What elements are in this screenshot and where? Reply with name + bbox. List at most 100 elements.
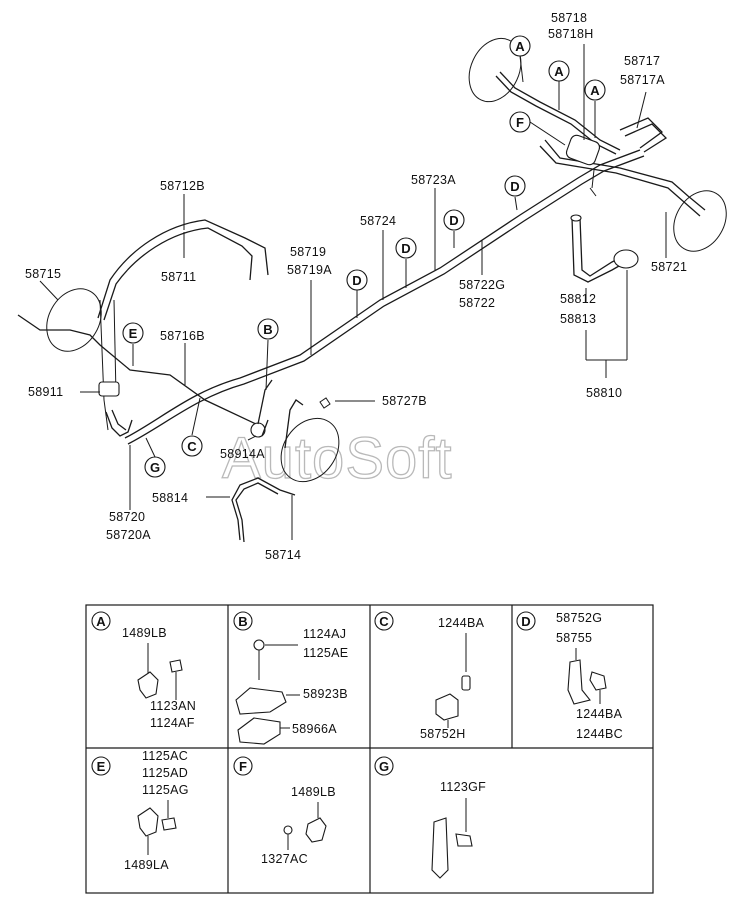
pipe-58712B bbox=[97, 219, 269, 319]
label-58719: 58719 bbox=[290, 245, 326, 259]
label-58814: 58814 bbox=[152, 491, 188, 505]
detail-grid bbox=[85, 604, 654, 894]
bracket-58966A bbox=[237, 717, 281, 745]
clip-1489LB-a bbox=[137, 671, 159, 699]
clip-1489LB-f bbox=[305, 817, 327, 843]
bracket-58923B bbox=[235, 687, 287, 715]
svg-text:B: B bbox=[263, 322, 272, 337]
detail-c-letter: C bbox=[379, 614, 389, 629]
brake-pipe-main-1 bbox=[124, 149, 641, 439]
detail-d-letter: D bbox=[521, 614, 530, 629]
svg-text:D: D bbox=[401, 241, 410, 256]
svg-text:D: D bbox=[352, 273, 361, 288]
detail-d: D 58752G 58755 1244BA 1244BC bbox=[516, 611, 623, 741]
detail-b: B 1124AJ 1125AE 58923B 58966A bbox=[233, 611, 348, 745]
detail-a-label-3: 1124AF bbox=[150, 716, 195, 730]
detail-e-label-4: 1489LA bbox=[124, 858, 169, 872]
detail-d-label-4: 1244BC bbox=[576, 727, 623, 741]
clip-58752H bbox=[435, 693, 459, 721]
pipe-58720 bbox=[105, 411, 133, 437]
rear-cross-pipe-2 bbox=[539, 145, 701, 217]
pipe-58812 bbox=[571, 217, 627, 283]
marker-d-2: D bbox=[443, 209, 465, 231]
marker-a-2: A bbox=[548, 60, 570, 82]
detail-b-label-4: 58966A bbox=[292, 722, 337, 736]
detail-f-label-1: 1489LB bbox=[291, 785, 336, 799]
marker-d-3: D bbox=[395, 237, 417, 259]
svg-text:C: C bbox=[187, 439, 197, 454]
rear-left-disc bbox=[673, 190, 727, 252]
detail-b-label-3: 58923B bbox=[303, 687, 348, 701]
detail-c-label-1: 1244BA bbox=[438, 616, 485, 630]
pipe-58727B bbox=[284, 399, 304, 449]
marker-e: E bbox=[122, 322, 144, 344]
detail-g-marker bbox=[374, 756, 394, 776]
svg-text:F: F bbox=[516, 115, 524, 130]
detail-b-label-1: 1124AJ bbox=[303, 627, 346, 641]
bracket-g bbox=[431, 817, 449, 879]
label-58724: 58724 bbox=[360, 214, 396, 228]
detail-a: A 1489LB 1123AN 1124AF bbox=[91, 611, 196, 730]
clip-58727B bbox=[319, 397, 331, 409]
pipe-58715 bbox=[17, 314, 259, 426]
canister-58810 bbox=[613, 249, 639, 269]
marker-f: F bbox=[509, 111, 531, 133]
label-58914A: 58914A bbox=[220, 447, 265, 461]
label-58813: 58813 bbox=[560, 312, 596, 326]
detail-e: E 1125AC 1125AD 1125AG 1489LA bbox=[91, 749, 188, 872]
label-58727B: 58727B bbox=[382, 394, 427, 408]
marker-g: G bbox=[144, 456, 166, 478]
detail-g-label-1: 1123GF bbox=[440, 780, 486, 794]
detail-e-marker bbox=[91, 756, 111, 776]
label-58714: 58714 bbox=[265, 548, 301, 562]
label-58718: 58718 bbox=[551, 11, 587, 25]
detail-b-marker bbox=[233, 611, 253, 631]
label-58722G: 58722G bbox=[459, 278, 505, 292]
svg-text:A: A bbox=[515, 39, 525, 54]
rear-right-disc bbox=[468, 37, 522, 103]
marker-a-1: A bbox=[509, 35, 531, 57]
hose-58814-b bbox=[235, 482, 279, 543]
rear-cross-pipe-1 bbox=[544, 139, 706, 211]
front-right-disc bbox=[280, 417, 340, 483]
detail-f-label-2: 1327AC bbox=[261, 852, 308, 866]
detail-a-label-2: 1123AN bbox=[150, 699, 196, 713]
marker-d-1: D bbox=[504, 175, 526, 197]
label-58810: 58810 bbox=[586, 386, 622, 400]
label-58722: 58722 bbox=[459, 296, 495, 310]
detail-b-letter: B bbox=[238, 614, 247, 629]
clip-1489LA bbox=[137, 807, 159, 837]
bolt-1123GF bbox=[455, 833, 473, 847]
detail-a-label-1: 1489LB bbox=[122, 626, 167, 640]
detail-g-letter: G bbox=[379, 759, 389, 774]
rear-right-pipe-1 bbox=[499, 71, 621, 151]
pipe-e-run bbox=[99, 299, 109, 431]
nut-1327AC bbox=[283, 825, 293, 835]
svg-text:D: D bbox=[510, 179, 519, 194]
detail-f: F 1489LB 1327AC bbox=[233, 756, 336, 866]
pipe-58717 bbox=[619, 117, 663, 149]
label-58716B: 58716B bbox=[160, 329, 205, 343]
label-58720A: 58720A bbox=[106, 528, 151, 542]
valve-bracket bbox=[589, 169, 597, 197]
detail-g: G 1123GF bbox=[374, 756, 486, 879]
detail-d-label-2: 58755 bbox=[556, 631, 592, 645]
detail-a-marker bbox=[91, 611, 111, 631]
label-58719A: 58719A bbox=[287, 263, 332, 277]
label-58723A: 58723A bbox=[411, 173, 456, 187]
hose-58814 bbox=[231, 477, 296, 541]
svg-text:D: D bbox=[449, 213, 458, 228]
main-part-labels: 58718 58718H 58717 58717A 58712B 58711 5… bbox=[25, 11, 687, 562]
detail-d-label-1: 58752G bbox=[556, 611, 602, 625]
pipe-58812-end bbox=[570, 214, 582, 222]
detail-a-letter: A bbox=[96, 614, 106, 629]
detail-b-label-2: 1125AE bbox=[303, 646, 348, 660]
block-58911 bbox=[98, 381, 120, 397]
detail-d-label-3: 1244BA bbox=[576, 707, 623, 721]
brake-pipe-main-2 bbox=[127, 155, 645, 445]
label-58721: 58721 bbox=[651, 260, 687, 274]
svg-text:E: E bbox=[129, 326, 138, 341]
detail-c: C 1244BA 58752H bbox=[374, 611, 485, 741]
